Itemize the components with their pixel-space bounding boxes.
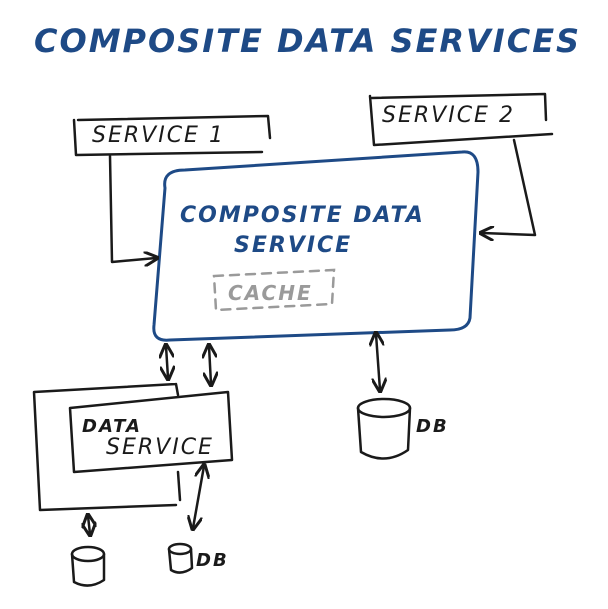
service1-label: SERVICE 1 <box>92 123 225 148</box>
data-service-outer-box <box>32 382 180 512</box>
data-service-db-arrow-left <box>88 516 90 534</box>
db-cylinder-bottom-middle: DB <box>167 542 229 574</box>
composite-label-line2: SERVICE <box>234 233 352 258</box>
data-service-label-line1: DATA <box>82 416 142 437</box>
db-label-bottom: DB <box>196 550 229 571</box>
composite-service-box: COMPOSITE DATA SERVICE CACHE <box>152 150 480 342</box>
db-cylinder-right: DB <box>356 397 449 460</box>
db-label-right: DB <box>416 416 449 437</box>
diagram-title: COMPOSITE DATA SERVICES <box>34 22 581 60</box>
composite-db-arrow <box>376 334 380 390</box>
data-service-db-arrow-right <box>193 466 204 528</box>
composite-label-line1: COMPOSITE DATA <box>180 203 425 228</box>
data-service-label-line2: SERVICE <box>106 435 214 460</box>
db-cylinder-bottom-left <box>70 545 106 587</box>
data-service-box: DATA SERVICE <box>68 390 234 502</box>
composite-data-service-arrow-2 <box>209 346 211 384</box>
service2-box: SERVICE 2 <box>368 92 554 147</box>
cache-label: CACHE <box>228 281 313 305</box>
cache-box <box>212 268 336 312</box>
composite-data-service-arrow-1 <box>166 346 168 378</box>
service2-to-composite-arrow <box>482 138 537 235</box>
service2-label: SERVICE 2 <box>382 103 515 128</box>
service1-to-composite-arrow <box>108 154 156 262</box>
service1-box: SERVICE 1 <box>72 114 272 157</box>
